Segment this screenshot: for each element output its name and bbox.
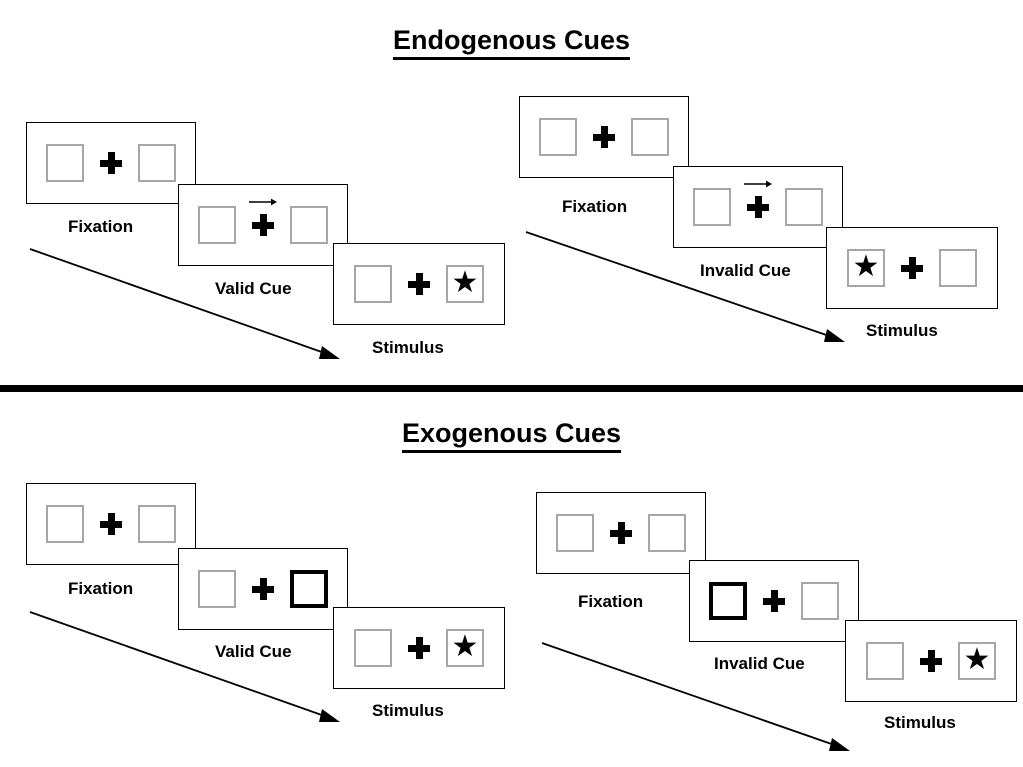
placeholder-box-right [138,144,176,182]
fixation-cross-icon [593,126,615,148]
frame-endogenous-valid-fixation[interactable] [26,122,196,204]
section-divider [0,385,1023,392]
fixation-cross-icon [920,650,942,672]
frame-endogenous-valid-cue[interactable] [178,184,348,266]
stage-label-endogenous-valid-stimulus: Stimulus [372,338,444,357]
star-target-icon: ★ [852,250,880,283]
star-target-icon: ★ [451,630,479,663]
right-arrow-cue-icon [249,198,277,206]
section-title-endogenous: Endogenous Cues [0,25,1023,60]
fixation-cross-icon [408,637,430,659]
fixation-cross-icon [249,198,277,236]
placeholder-box-left [354,629,392,667]
time-flow-arrow-exogenous-invalid [541,642,850,751]
placeholder-box-left [539,118,577,156]
frame-exogenous-valid-fixation[interactable] [26,483,196,565]
fixation-cross-icon [901,257,923,279]
placeholder-box-right [648,514,686,552]
fixation-cross-icon [763,590,785,612]
stage-label-exogenous-invalid-fixation: Fixation [578,592,644,611]
placeholder-box-right [631,118,669,156]
stage-label-endogenous-valid-fixation: Fixation [68,217,134,236]
stage-label-exogenous-valid-stimulus: Stimulus [372,701,444,720]
frame-exogenous-valid-cue[interactable] [178,548,348,630]
right-arrow-cue-icon [744,180,772,188]
target-box-right: ★ [446,629,484,667]
placeholder-box-left [556,514,594,552]
fixation-cross-icon [408,273,430,295]
placeholder-box-left [354,265,392,303]
stage-label-endogenous-invalid-cue: Invalid Cue [700,261,791,280]
section-title-endogenous-text: Endogenous Cues [392,25,630,60]
placeholder-box-left [693,188,731,226]
placeholder-box-left [866,642,904,680]
fixation-cross-icon [252,578,274,600]
stage-label-endogenous-valid-cue: Valid Cue [215,279,292,298]
placeholder-box-left [198,570,236,608]
frame-endogenous-invalid-cue[interactable] [673,166,843,248]
placeholder-box-left [46,505,84,543]
section-title-exogenous-text: Exogenous Cues [401,418,622,453]
target-box-left: ★ [847,249,885,287]
fixation-cross-icon [100,513,122,535]
target-box-right: ★ [446,265,484,303]
stage-label-exogenous-valid-fixation: Fixation [68,579,134,598]
frame-exogenous-invalid-stimulus[interactable]: ★ [845,620,1017,702]
fixation-cross-icon [100,152,122,174]
placeholder-box-left [198,206,236,244]
target-box-right: ★ [958,642,996,680]
placeholder-box-right [939,249,977,287]
frame-endogenous-valid-stimulus[interactable]: ★ [333,243,505,325]
stage-label-endogenous-invalid-stimulus: Stimulus [866,321,938,340]
star-target-icon: ★ [963,643,991,676]
frame-exogenous-invalid-fixation[interactable] [536,492,706,574]
placeholder-box-left [46,144,84,182]
cued-box-left [709,582,747,620]
frame-endogenous-invalid-fixation[interactable] [519,96,689,178]
star-target-icon: ★ [451,266,479,299]
fixation-cross-icon [610,522,632,544]
frame-exogenous-invalid-cue[interactable] [689,560,859,642]
frame-exogenous-valid-stimulus[interactable]: ★ [333,607,505,689]
stage-label-exogenous-invalid-stimulus: Stimulus [884,713,956,732]
stage-label-endogenous-invalid-fixation: Fixation [562,197,628,216]
fixation-cross-icon [744,180,772,218]
placeholder-box-right [785,188,823,226]
stage-label-exogenous-valid-cue: Valid Cue [215,642,292,661]
placeholder-box-right [801,582,839,620]
section-title-exogenous: Exogenous Cues [0,418,1023,453]
cued-box-right [290,570,328,608]
placeholder-box-right [290,206,328,244]
stage-label-exogenous-invalid-cue: Invalid Cue [714,654,805,673]
frame-endogenous-invalid-stimulus[interactable]: ★ [826,227,998,309]
placeholder-box-right [138,505,176,543]
